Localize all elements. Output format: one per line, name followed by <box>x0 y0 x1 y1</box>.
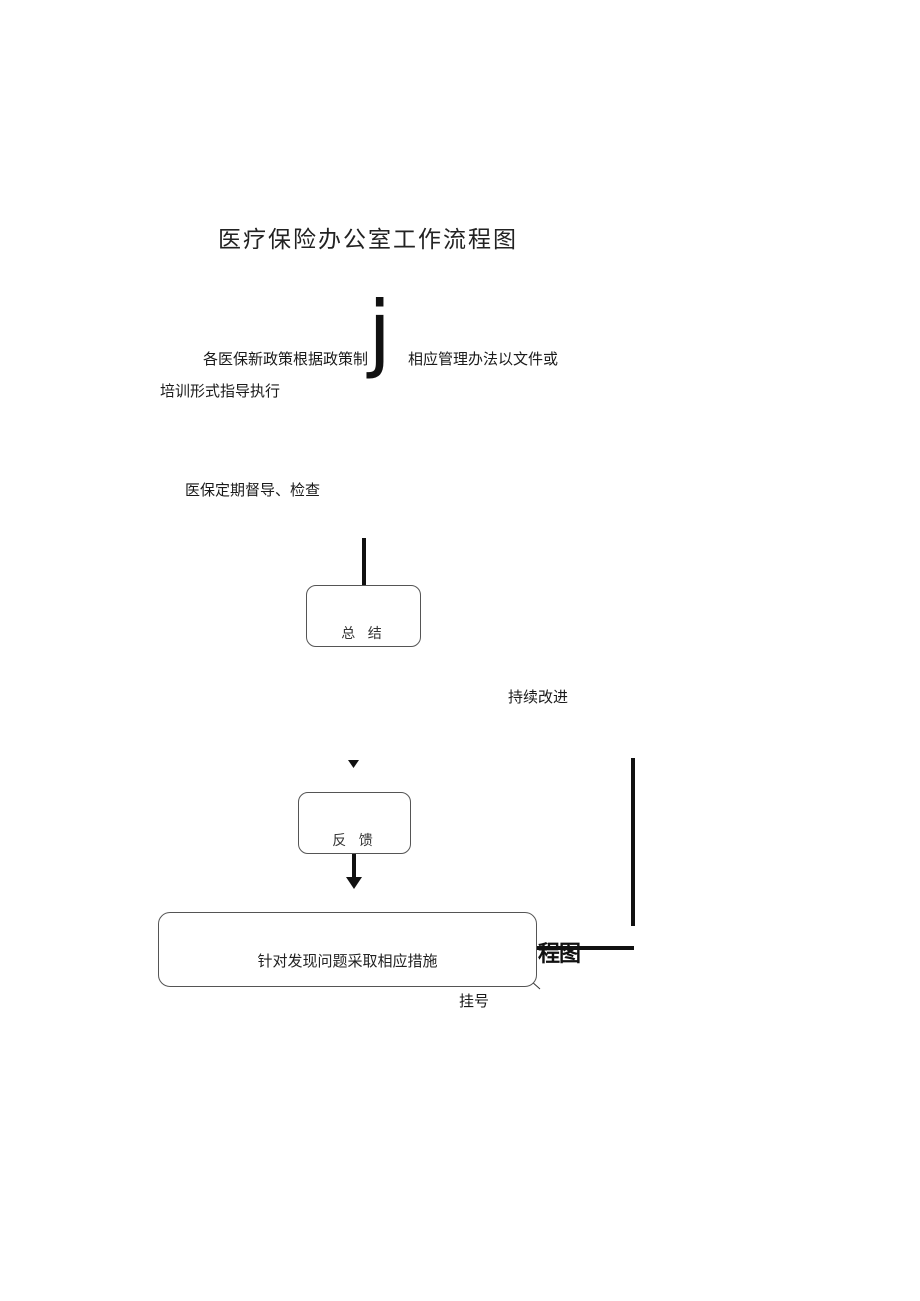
feedback-label: 反 馈 <box>332 833 377 849</box>
intro-text-line2: 相应管理办法以文件或 <box>408 350 559 368</box>
supervise-step-label: 医保定期督导、检查 <box>185 481 321 499</box>
measures-box: 针对发现问题采取相应措施 <box>158 912 537 987</box>
measures-label: 针对发现问题采取相应措施 <box>257 952 438 970</box>
continuous-improvement-label: 持续改进 <box>508 688 569 706</box>
arrowhead-to-feedback <box>348 760 359 768</box>
page-title: 医疗保险办公室工作流程图 <box>218 227 518 253</box>
intro-text-line3: 培训形式指导执行 <box>160 382 281 400</box>
summary-label: 总 结 <box>341 626 386 642</box>
feedback-box: 反 馈 <box>298 792 411 854</box>
summary-box: 总 结 <box>306 585 421 647</box>
register-label: 挂号 <box>459 992 490 1010</box>
intro-large-glyph: j <box>368 283 392 381</box>
intro-text-line1: 各医保新政策根据政策制 <box>203 350 369 368</box>
overlapping-chart-text: 程图 <box>538 942 581 967</box>
arrowhead-to-measures <box>346 877 362 889</box>
